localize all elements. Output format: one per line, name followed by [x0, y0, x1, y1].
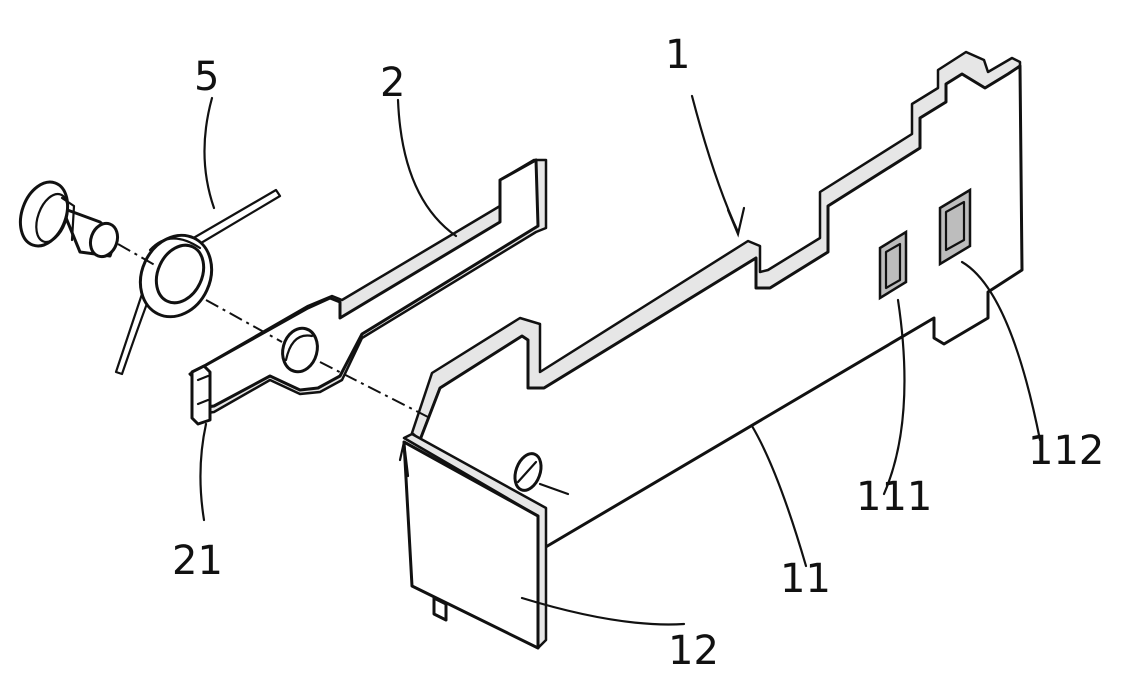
leader-11 — [752, 426, 806, 566]
label-21: 21 — [172, 538, 223, 584]
label-112: 112 — [1028, 428, 1104, 474]
spring-upper-arm — [190, 190, 280, 246]
leader-5 — [204, 98, 214, 208]
lever-tab-21 — [192, 366, 210, 424]
leader-1 — [692, 96, 738, 232]
label-2: 2 — [380, 60, 405, 106]
label-5: 5 — [194, 54, 219, 100]
label-12: 12 — [668, 628, 719, 674]
label-111: 111 — [856, 474, 932, 520]
label-11: 11 — [780, 556, 831, 602]
leader-2 — [398, 100, 456, 236]
leader-21 — [200, 424, 206, 520]
label-1: 1 — [665, 32, 690, 78]
pivot-pin — [12, 175, 122, 260]
assembly-axis-line-2 — [206, 300, 282, 342]
